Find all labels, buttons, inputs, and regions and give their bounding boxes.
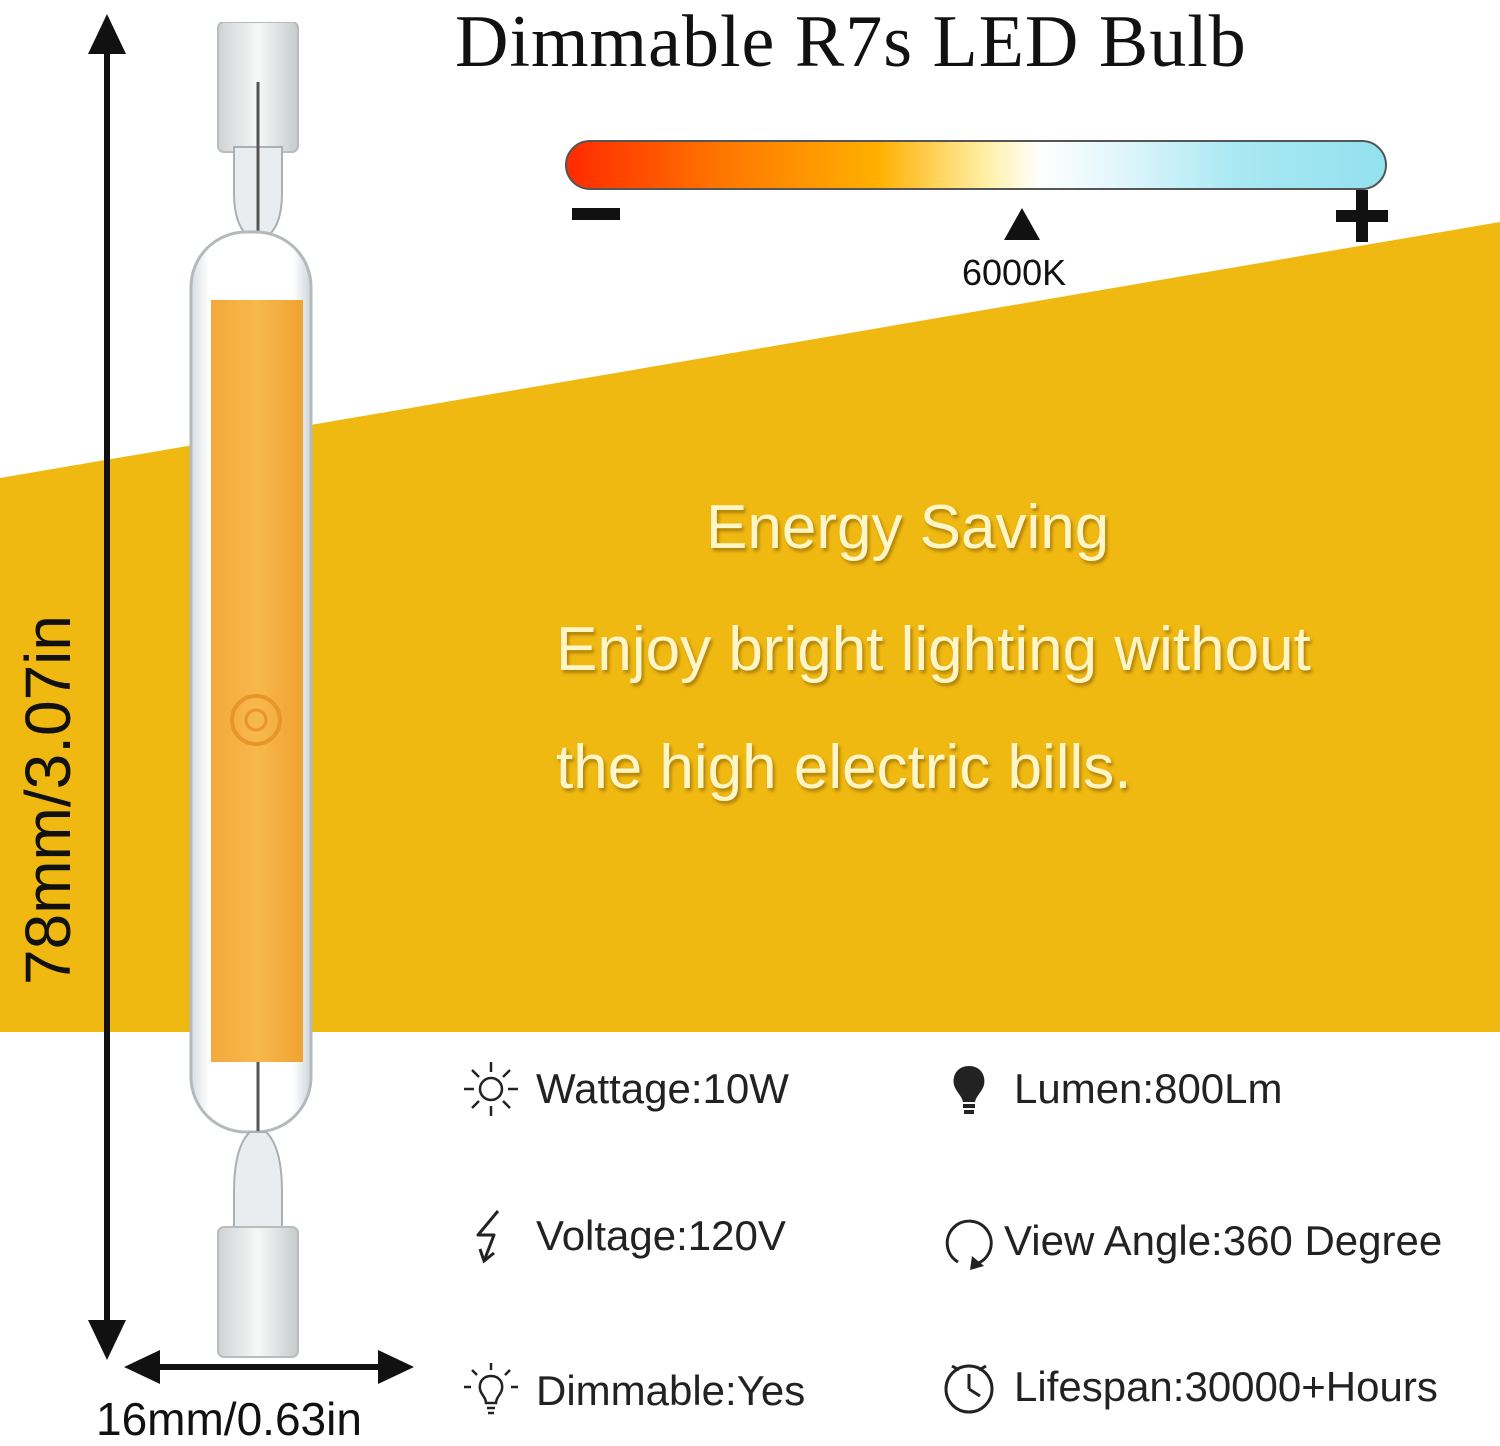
rotate-icon — [938, 1210, 1000, 1272]
width-label: 16mm/0.63in — [96, 1393, 362, 1445]
width-dimension-arrow — [124, 1350, 414, 1384]
height-dimension-arrow — [88, 14, 126, 1360]
feature-heading: Energy Saving — [706, 493, 1110, 562]
kelvin-marker-icon — [1004, 208, 1040, 240]
height-label: 78mm/3.07in — [12, 615, 84, 985]
page-title: Dimmable R7s LED Bulb — [455, 1, 1247, 83]
spec-dimmable-text: Dimmable:Yes — [536, 1367, 806, 1414]
color-temperature-bar — [565, 140, 1387, 190]
spec-dimmable: Dimmable:Yes — [460, 1360, 805, 1422]
spec-lumen: Lumen:800Lm — [938, 1058, 1283, 1120]
idea-bulb-icon — [460, 1360, 522, 1422]
spec-view-angle-text: View Angle:360 Degree — [1004, 1217, 1443, 1264]
spec-wattage: Wattage:10W — [460, 1058, 789, 1120]
lightning-icon — [460, 1205, 522, 1267]
spec-view-angle: View Angle:360 Degree — [938, 1210, 1442, 1272]
plus-icon — [1336, 190, 1388, 242]
clock-icon — [938, 1356, 1000, 1418]
minus-icon — [572, 208, 620, 220]
spec-lifespan: Lifespan:30000+Hours — [938, 1356, 1438, 1418]
spec-lumen-text: Lumen:800Lm — [1014, 1065, 1283, 1112]
sun-icon — [460, 1058, 522, 1120]
spec-voltage: Voltage:120V — [460, 1205, 786, 1267]
bulb-icon — [938, 1058, 1000, 1120]
feature-line-1: Enjoy bright lighting without — [556, 615, 1311, 684]
feature-line-2: the high electric bills. — [556, 733, 1132, 802]
spec-voltage-text: Voltage:120V — [536, 1212, 786, 1259]
kelvin-label: 6000K — [962, 252, 1067, 293]
r7s-bulb-image — [189, 22, 313, 1358]
spec-wattage-text: Wattage:10W — [536, 1065, 789, 1112]
spec-lifespan-text: Lifespan:30000+Hours — [1014, 1363, 1438, 1410]
